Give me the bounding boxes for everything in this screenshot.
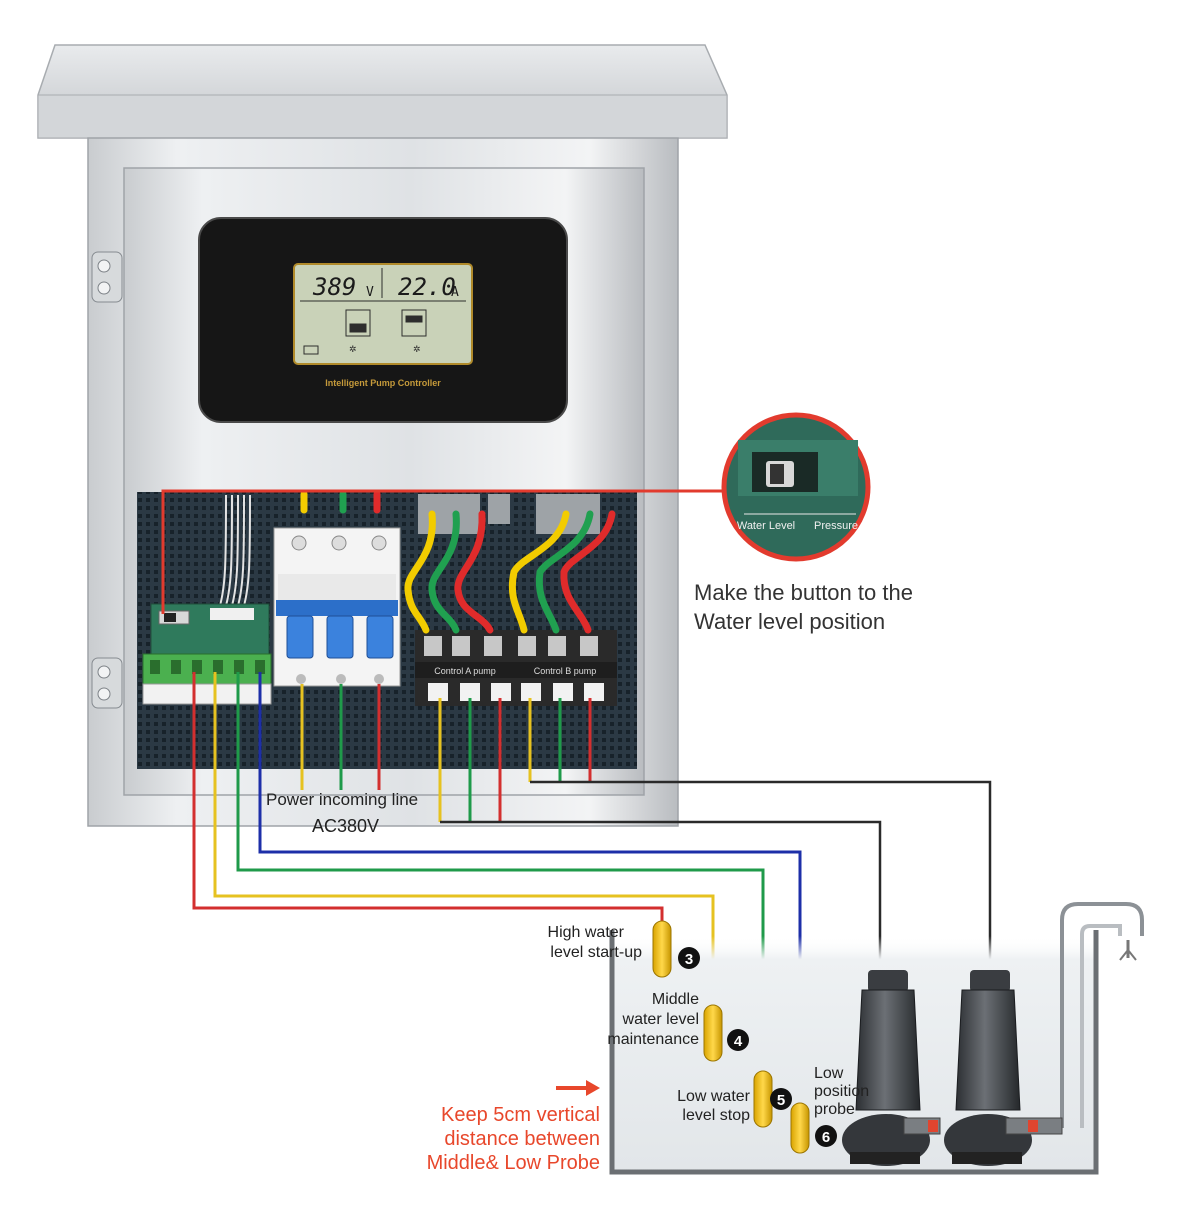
- svg-text:✲: ✲: [413, 344, 421, 354]
- float-probe-4: 4 Middle water level maintenance: [607, 991, 749, 1062]
- contactor-a-label: Control A pump: [434, 666, 496, 676]
- lcd-voltage-unit: V: [366, 285, 374, 300]
- probe-6-label-line1: Low: [814, 1065, 844, 1082]
- float-probe-6: 6 Low position probe: [790, 1065, 869, 1154]
- circuit-breaker: [273, 527, 401, 687]
- submersible-pump-b: [944, 970, 1063, 1166]
- switch-label-water-level: Water Level: [737, 520, 795, 532]
- probe-5-label-line2: level stop: [682, 1107, 750, 1124]
- pump-controller-display: 389 V 22.0 A ✲ ✲ Intelligent Pump Contro…: [198, 217, 568, 423]
- submersible-pump-a: [842, 970, 941, 1166]
- probe-6-label-line3: probe: [814, 1101, 855, 1118]
- probe-5-label-line1: Low water: [677, 1088, 751, 1105]
- float-probe-3: 3 High water level start-up: [548, 920, 700, 978]
- warning-line-2: distance between: [444, 1128, 600, 1150]
- probe-5-number: 5: [777, 1092, 785, 1109]
- lcd-tank-icons: ✲ ✲: [303, 309, 427, 355]
- probe-3-number: 3: [685, 951, 693, 968]
- instruction-line-1: Make the button to the: [694, 580, 913, 605]
- probe-4-number: 4: [734, 1033, 743, 1050]
- power-line-label: Power incoming line: [266, 790, 418, 809]
- probe-4-label-line3: maintenance: [607, 1031, 699, 1048]
- float-probe-5: 5 Low water level stop: [677, 1070, 792, 1128]
- controller-brand-label: Intelligent Pump Controller: [325, 378, 441, 388]
- lcd-current: 22.0: [398, 273, 456, 301]
- hinge-bottom: [91, 657, 123, 709]
- internal-panel: Control A pump Control B pump: [137, 490, 637, 769]
- probe-6-number: 6: [822, 1129, 830, 1146]
- probe-3-label-line1: High water: [548, 924, 625, 941]
- panel-wiring: [300, 490, 616, 634]
- zoom-callout: Water Level Pressure: [161, 412, 871, 614]
- probe-3-label-line2: level start-up: [550, 944, 642, 961]
- svg-text:✲: ✲: [349, 344, 357, 354]
- pump-feed-wires: [438, 698, 992, 985]
- hinge-top: [91, 251, 123, 303]
- switch-label-pressure: Pressure: [814, 520, 858, 532]
- lcd-voltage: 389: [312, 273, 356, 301]
- contactor-b-label: Control B pump: [534, 666, 597, 676]
- probe-4-label-line1: Middle: [652, 991, 699, 1008]
- outlet-pipe: [1060, 902, 1144, 1128]
- power-incoming-wires: [300, 684, 381, 790]
- probe-spacing-warning: Keep 5cm vertical distance between Middl…: [427, 1080, 600, 1174]
- warning-line-3: Middle& Low Probe: [427, 1152, 600, 1174]
- control-pcb: [142, 603, 272, 705]
- warning-line-1: Keep 5cm vertical: [441, 1104, 600, 1126]
- power-line-voltage: AC380V: [312, 816, 379, 836]
- probe-4-label-line2: water level: [622, 1011, 699, 1028]
- lcd-current-unit: A: [451, 285, 459, 300]
- probe-6-label-line2: position: [814, 1083, 869, 1100]
- instruction-line-2: Water level position: [694, 609, 885, 634]
